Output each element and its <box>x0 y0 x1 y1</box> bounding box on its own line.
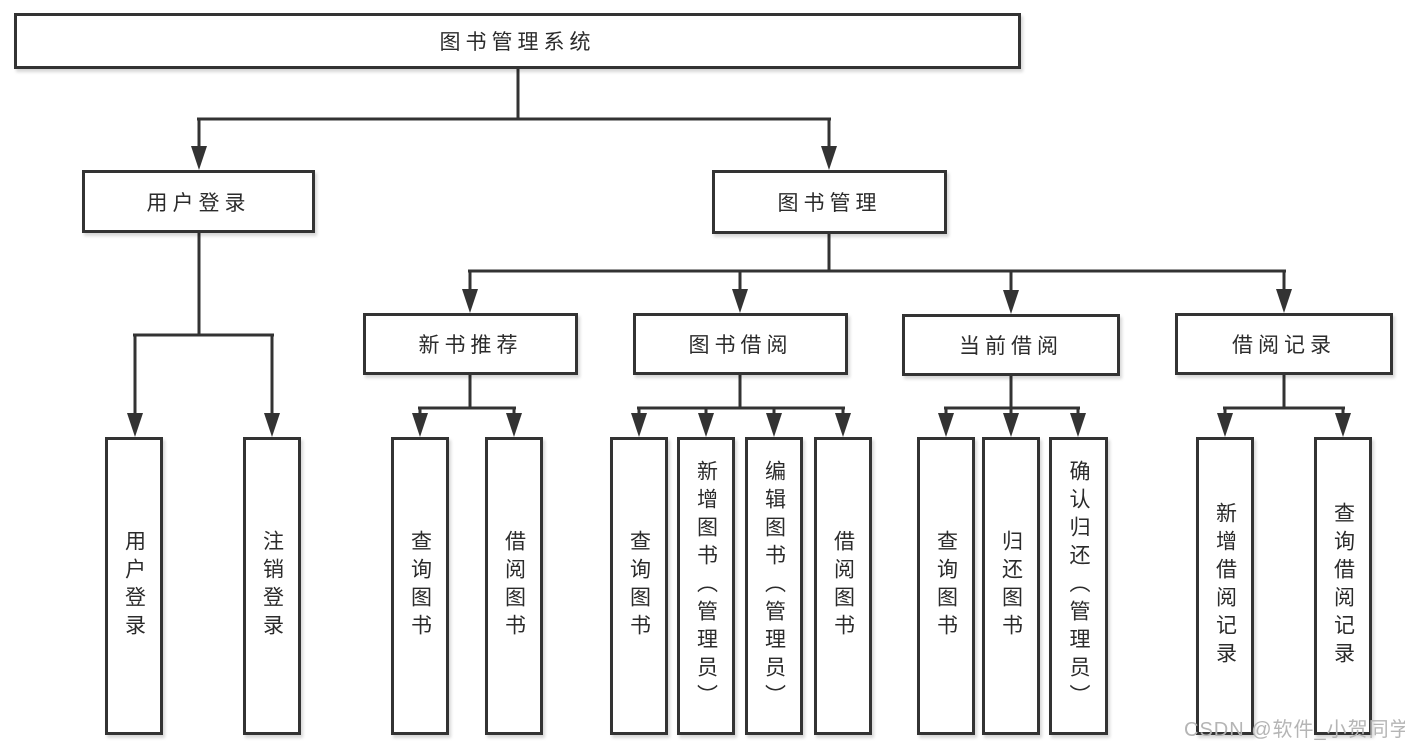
arrow-down-icon <box>835 413 851 437</box>
arrow-down-icon <box>506 413 522 437</box>
leaf-query-books-borrow: 查询图书 <box>610 437 668 735</box>
edge-current-to-leaves <box>944 375 1080 416</box>
node-book-management: 图书管理 <box>712 170 947 234</box>
node-label: 借阅图书 <box>502 530 526 642</box>
arrow-down-icon <box>1003 290 1019 314</box>
leaf-user-login: 用户登录 <box>105 437 163 735</box>
edge-userlogin-to-leaves <box>133 232 274 416</box>
arrow-down-icon <box>412 413 428 437</box>
arrow-down-icon <box>264 413 280 437</box>
node-new-book-recommendation: 新书推荐 <box>363 313 578 375</box>
node-user-login: 用户登录 <box>82 170 315 233</box>
arrow-down-icon <box>462 289 478 313</box>
node-label: 图书借阅 <box>688 334 793 357</box>
arrow-down-icon <box>698 413 714 437</box>
node-label: 借阅图书 <box>831 530 855 642</box>
node-label: 注销登录 <box>260 530 284 642</box>
edge-records-to-leaves <box>1223 374 1345 416</box>
leaf-query-borrow-record: 查询借阅记录 <box>1314 437 1372 735</box>
leaf-add-books-admin: 新增图书（管理员） <box>677 437 735 735</box>
arrow-down-icon <box>1276 289 1292 313</box>
arrow-down-icon <box>631 413 647 437</box>
leaf-logout: 注销登录 <box>243 437 301 735</box>
node-label: 新增借阅记录 <box>1213 502 1237 670</box>
arrow-down-icon <box>191 146 207 170</box>
arrow-down-icon <box>127 413 143 437</box>
arrow-down-icon <box>821 146 837 170</box>
leaf-borrow-books-recommend: 借阅图书 <box>485 437 543 735</box>
node-label: 查询图书 <box>408 530 432 642</box>
leaf-query-books-current: 查询图书 <box>917 437 975 735</box>
node-label: 查询借阅记录 <box>1331 502 1355 670</box>
node-library-management-system: 图书管理系统 <box>14 13 1021 69</box>
node-label: 新增图书（管理员） <box>694 460 718 712</box>
leaf-borrow-books: 借阅图书 <box>814 437 872 735</box>
arrow-down-icon <box>1003 413 1019 437</box>
node-book-borrowing: 图书借阅 <box>633 313 848 375</box>
node-label: 借阅记录 <box>1232 334 1336 357</box>
node-current-borrowing: 当前借阅 <box>902 314 1120 376</box>
node-borrowing-records: 借阅记录 <box>1175 313 1393 375</box>
node-label: 当前借阅 <box>959 335 1063 358</box>
edge-root-to-level2 <box>197 68 831 150</box>
node-label: 图书管理系统 <box>439 31 596 54</box>
arrow-down-icon <box>938 413 954 437</box>
edge-bookmgmt-to-level3 <box>468 233 1286 292</box>
node-label: 编辑图书（管理员） <box>762 460 786 712</box>
node-label: 新书推荐 <box>418 334 523 357</box>
leaf-confirm-return-admin: 确认归还（管理员） <box>1049 437 1108 735</box>
node-label: 确认归还（管理员） <box>1067 460 1090 712</box>
node-label: 用户登录 <box>122 530 146 642</box>
arrow-down-icon <box>766 413 782 437</box>
node-label: 归还图书 <box>999 530 1023 642</box>
node-label: 图书管理 <box>777 192 882 215</box>
arrow-down-icon <box>1070 413 1086 437</box>
arrow-down-icon <box>1335 413 1351 437</box>
edge-newbook-to-leaves <box>418 374 516 416</box>
leaf-add-borrow-record: 新增借阅记录 <box>1196 437 1254 735</box>
node-label: 查询图书 <box>934 530 958 642</box>
leaf-return-books: 归还图书 <box>982 437 1040 735</box>
leaf-edit-books-admin: 编辑图书（管理员） <box>745 437 803 735</box>
arrow-down-icon <box>1217 413 1233 437</box>
node-label: 查询图书 <box>627 530 651 642</box>
csdn-watermark: CSDN @软件_小贺同学 <box>1184 719 1405 741</box>
leaf-query-books-recommend: 查询图书 <box>391 437 449 735</box>
edge-borrowing-to-leaves <box>637 374 845 416</box>
arrow-down-icon <box>732 289 748 313</box>
node-label: 用户登录 <box>146 191 251 215</box>
